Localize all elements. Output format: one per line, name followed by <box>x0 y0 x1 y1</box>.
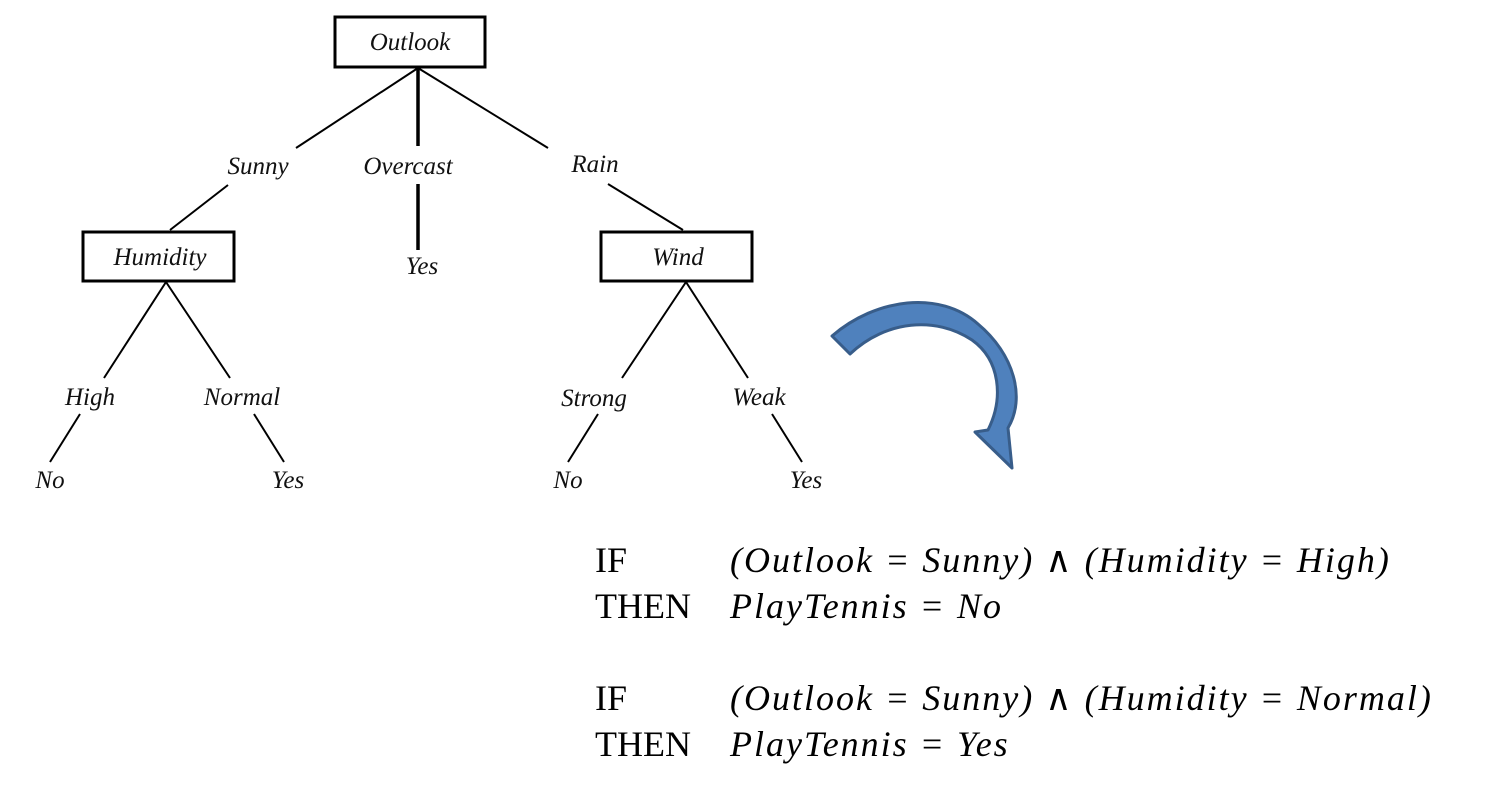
leaf-overcast-yes: Yes <box>406 253 438 280</box>
rule-1-if-keyword: IF <box>595 540 627 580</box>
edge-humidity-normal <box>165 281 231 379</box>
node-outlook-label: Outlook <box>370 29 451 56</box>
rule-2-condition: (Outlook = Sunny) ∧ (Humidity = Normal) <box>730 678 1433 718</box>
rule-1: IF (Outlook = Sunny) ∧ (Humidity = High)… <box>595 540 1391 626</box>
rule-2-if-keyword: IF <box>595 678 627 718</box>
edge-rain-wind <box>607 183 684 231</box>
edge-outlook-rain <box>417 67 549 149</box>
leaf-normal-yes: Yes <box>272 467 304 494</box>
rule-1-consequence: PlayTennis = No <box>729 586 1003 626</box>
edge-wind-weak <box>685 281 749 379</box>
leaf-high-no: No <box>34 467 64 494</box>
node-humidity: Humidity <box>81 230 236 283</box>
branch-high-label: High <box>64 384 115 411</box>
edge-normal-yes <box>253 413 285 463</box>
leaf-strong-no: No <box>552 467 582 494</box>
branch-strong-label: Strong <box>561 385 627 412</box>
rule-2-then-keyword: THEN <box>595 724 691 764</box>
leaf-weak-yes: Yes <box>790 467 822 494</box>
branch-rain-label: Rain <box>570 151 618 178</box>
branch-normal-label: Normal <box>203 384 280 411</box>
node-humidity-label: Humidity <box>112 244 207 271</box>
tree-edges <box>49 67 803 463</box>
edge-sunny-humidity <box>169 184 229 231</box>
edge-outlook-sunny <box>295 67 419 149</box>
node-wind: Wind <box>599 230 754 283</box>
node-wind-label: Wind <box>652 244 704 271</box>
edge-humidity-high <box>103 281 167 379</box>
branch-overcast-label: Overcast <box>363 153 453 180</box>
rule-2: IF (Outlook = Sunny) ∧ (Humidity = Norma… <box>595 678 1433 764</box>
edge-high-no <box>49 413 81 463</box>
curved-arrow-icon <box>830 300 1018 470</box>
node-outlook: Outlook <box>333 15 487 69</box>
edge-weak-yes <box>771 413 803 463</box>
rule-2-consequence: PlayTennis = Yes <box>729 724 1010 764</box>
edge-wind-strong <box>621 281 687 379</box>
rule-1-then-keyword: THEN <box>595 586 691 626</box>
rule-1-condition: (Outlook = Sunny) ∧ (Humidity = High) <box>730 540 1391 580</box>
branch-weak-label: Weak <box>732 384 786 411</box>
branch-sunny-label: Sunny <box>227 153 289 180</box>
edge-strong-no <box>567 413 599 463</box>
